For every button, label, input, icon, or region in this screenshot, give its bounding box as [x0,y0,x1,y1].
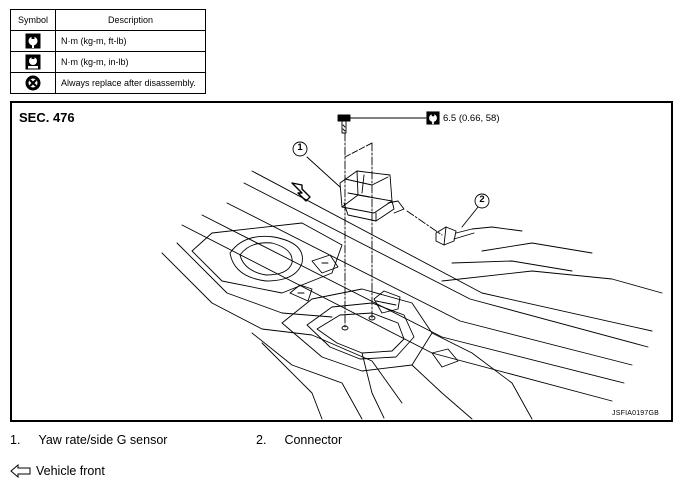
vehicle-front-label: Vehicle front [36,464,105,478]
torque-value: 6.5 (0.66, 58) [443,112,500,124]
table-header-row: Symbol Description [10,9,206,31]
legend-label: Connector [284,433,343,447]
header-description: Description [55,9,206,31]
row-description: Always replace after disassembly. [55,72,206,94]
torque-wrench-icon [426,111,440,125]
legend-number: 1. [10,433,21,447]
vehicle-front-arrow-icon [10,464,31,478]
console-drawing [161,114,663,420]
callout-1-label: 1 [297,142,303,153]
callout-1-circle [292,141,308,157]
diagram-frame: SEC. 476 6.5 (0.66, 58) 1 2 JSFIA0197GB [10,101,673,422]
legend-label: Yaw rate/side G sensor [38,433,168,447]
row-description: N·m (kg-m, ft-lb) [55,30,206,52]
vehicle-front-indicator: Vehicle front [10,464,105,478]
section-label: SEC. 476 [19,110,75,125]
figure-code: JSFIA0197GB [612,410,659,417]
legend-item: 1. Yaw rate/side G sensor [10,433,167,447]
torque-spec: 6.5 (0.66, 58) [426,111,500,125]
table-row: N·m (kg-m, in-lb) [10,51,206,73]
always-replace-icon [25,75,41,91]
table-row: Always replace after disassembly. [10,72,206,94]
row-description: N·m (kg-m, in-lb) [55,51,206,73]
torque-wrench-inlb-icon [25,54,41,70]
table-row: N·m (kg-m, ft-lb) [10,30,206,52]
legend-item: 2. Connector [256,433,342,447]
callout-2-label: 2 [479,194,485,205]
header-symbol: Symbol [10,9,56,31]
callout-2-circle [474,193,490,209]
legend-number: 2. [256,433,267,447]
symbol-table: Symbol Description N·m (kg-m, ft-lb) N·m… [10,9,206,94]
torque-wrench-icon [25,33,41,49]
front-arrow-icon [291,182,311,202]
